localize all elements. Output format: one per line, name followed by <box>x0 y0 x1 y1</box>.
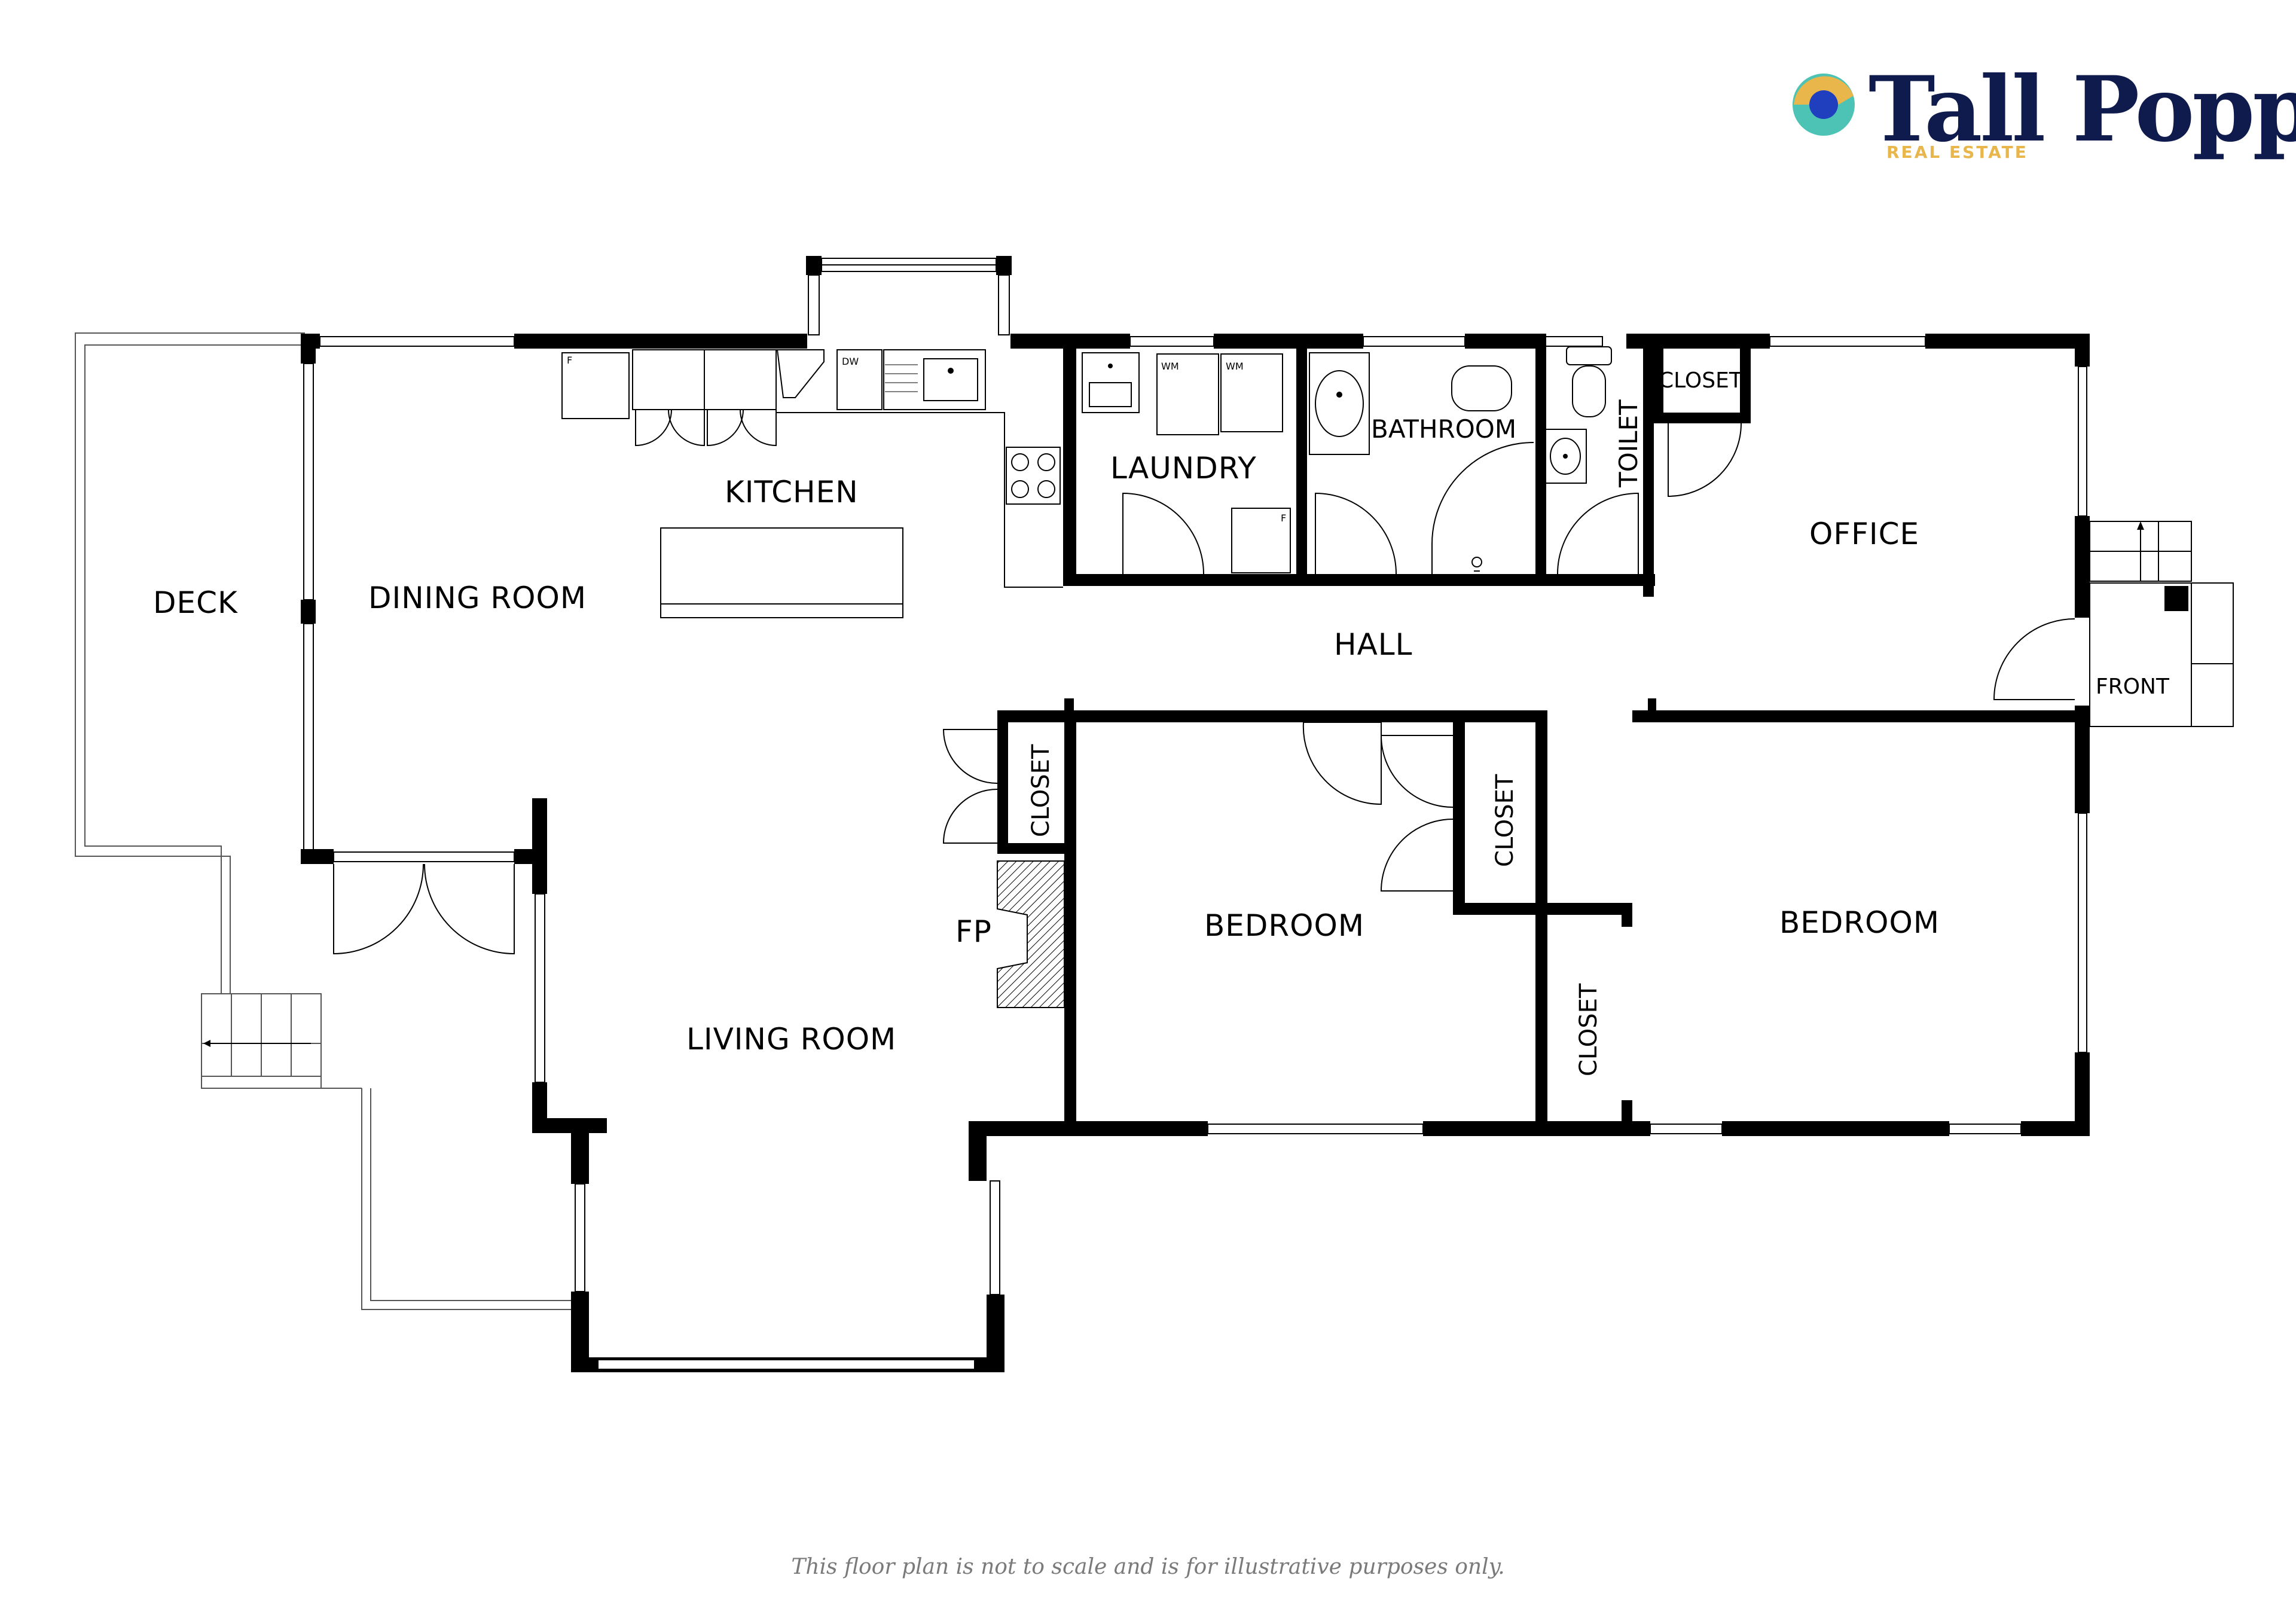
front-entry-steps <box>2089 521 2234 727</box>
label-bedroom-left: BEDROOM <box>1204 908 1364 943</box>
laundry-fixtures: WM WM F <box>1082 352 1291 573</box>
bathroom-vanity <box>1309 352 1370 455</box>
label-fireplace: FP <box>955 914 992 949</box>
deck-stairs <box>201 993 322 1089</box>
label-closet-bedroom-left: CLOSET <box>1491 774 1519 867</box>
toilet-basin <box>1544 429 1587 484</box>
kitchen-bay-window <box>806 256 1012 335</box>
label-closet-bedroom-right: CLOSET <box>1575 983 1602 1076</box>
logo-blue-dot <box>1809 90 1838 119</box>
label-front: FRONT <box>2096 674 2170 699</box>
label-deck: DECK <box>153 585 238 620</box>
logo-wordmark: Tall Poppy <box>1868 57 2296 162</box>
label-bedroom-right: BEDROOM <box>1779 905 1940 940</box>
laundry-f-label: F <box>1281 512 1286 524</box>
deck-outline <box>75 332 574 1310</box>
label-laundry: LAUNDRY <box>1110 451 1257 486</box>
washer-2-label: WM <box>1226 361 1244 372</box>
fireplace <box>997 860 1065 1008</box>
bath-tub <box>1451 365 1512 411</box>
dishwasher-label: DW <box>842 356 859 367</box>
room-labels: DECK DINING ROOM KITCHEN LAUNDRY BATHROO… <box>153 368 2170 1076</box>
label-dining-room: DINING ROOM <box>368 581 587 615</box>
label-hall: HALL <box>1334 627 1413 662</box>
label-bathroom: BATHROOM <box>1371 414 1516 444</box>
corner-cabinet <box>776 349 825 398</box>
kitchen-island <box>660 527 903 618</box>
label-office: OFFICE <box>1809 517 1919 551</box>
brand-logo: Tall Poppy REAL ESTATE <box>1793 57 2296 162</box>
label-closet-living: CLOSET <box>1027 744 1055 837</box>
cooktop <box>1006 447 1061 505</box>
interior-walls <box>997 334 2090 1136</box>
exterior-walls <box>301 334 2090 1372</box>
dishwasher <box>836 349 883 410</box>
label-living-room: LIVING ROOM <box>686 1022 896 1057</box>
washer-1 <box>1156 353 1219 435</box>
label-kitchen: KITCHEN <box>725 475 859 509</box>
bathroom-fixtures <box>1309 352 1534 574</box>
label-toilet: TOILET <box>1614 399 1643 488</box>
disclaimer-text: This floor plan is not to scale and is f… <box>791 1555 1504 1579</box>
toilet-fixtures <box>1544 346 1612 484</box>
fridge <box>561 352 630 419</box>
laundry-appliance <box>1231 508 1291 573</box>
kitchen-sink <box>883 349 986 410</box>
laundry-tub <box>1082 352 1140 413</box>
kitchen-fixtures: F DW <box>561 349 1063 618</box>
fridge-label: F <box>567 355 572 366</box>
label-closet-top: CLOSET <box>1659 368 1743 393</box>
washer-1-label: WM <box>1161 361 1179 372</box>
logo-tagline: REAL ESTATE <box>1886 142 2028 162</box>
doors <box>333 423 2075 955</box>
washer-2 <box>1220 353 1283 432</box>
